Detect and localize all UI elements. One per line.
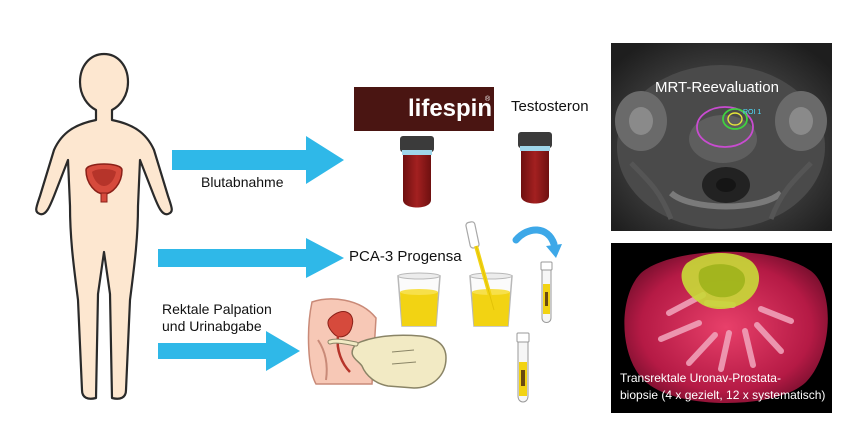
rectal-exam-illustration [307, 298, 447, 389]
label-palpation: Rektale Palpation und Urinabgabe [162, 301, 272, 335]
arrow-pca3 [158, 238, 344, 278]
lifespin-logo: lifespin ® [354, 87, 494, 131]
label-pca3: PCA-3 Progensa [349, 248, 462, 265]
arrow-blood-draw [172, 136, 344, 184]
arrow-palpation [158, 331, 300, 371]
human-body-icon [35, 52, 173, 400]
urine-cup-1 [397, 272, 441, 327]
biopsy-caption-line2: biopsie (4 x gezielt, 12 x systematisch) [620, 388, 826, 402]
biopsy-image-panel: Transrektale Uronav-Prostata- biopsie (4… [611, 243, 832, 413]
mrt-image-panel: ROI 1 MRT-Reevaluation [611, 43, 832, 231]
label-testosterone: Testosteron [511, 98, 589, 115]
label-blood-draw: Blutabnahme [201, 174, 284, 190]
roi-label: ROI 1 [743, 109, 761, 116]
mrt-title: MRT-Reevaluation [655, 79, 779, 96]
curved-arrow-icon [512, 226, 562, 258]
biopsy-caption-line1: Transrektale Uronav-Prostata- [620, 371, 781, 385]
logo-text: lifespin [408, 95, 493, 122]
registered-mark: ® [485, 96, 491, 103]
pipette-icon [465, 221, 496, 311]
blood-tube-testosterone [518, 132, 552, 204]
lesion-contour [722, 108, 748, 130]
urine-tube-small-1 [540, 261, 553, 323]
prostata-contour [696, 106, 754, 148]
urine-tube-small-2 [516, 332, 530, 403]
label-palpation-line2: und Urinabgabe [162, 318, 262, 334]
mri-scan-image: ROI 1 [611, 43, 832, 231]
biopsy-render-image [611, 243, 832, 413]
prostata-organ [624, 251, 828, 404]
biopsy-caption: Transrektale Uronav-Prostata- biopsie (4… [620, 370, 825, 404]
label-palpation-line1: Rektale Palpation [162, 301, 272, 317]
gloved-hand-icon [351, 334, 447, 389]
blood-tube-lifespin [400, 136, 434, 208]
